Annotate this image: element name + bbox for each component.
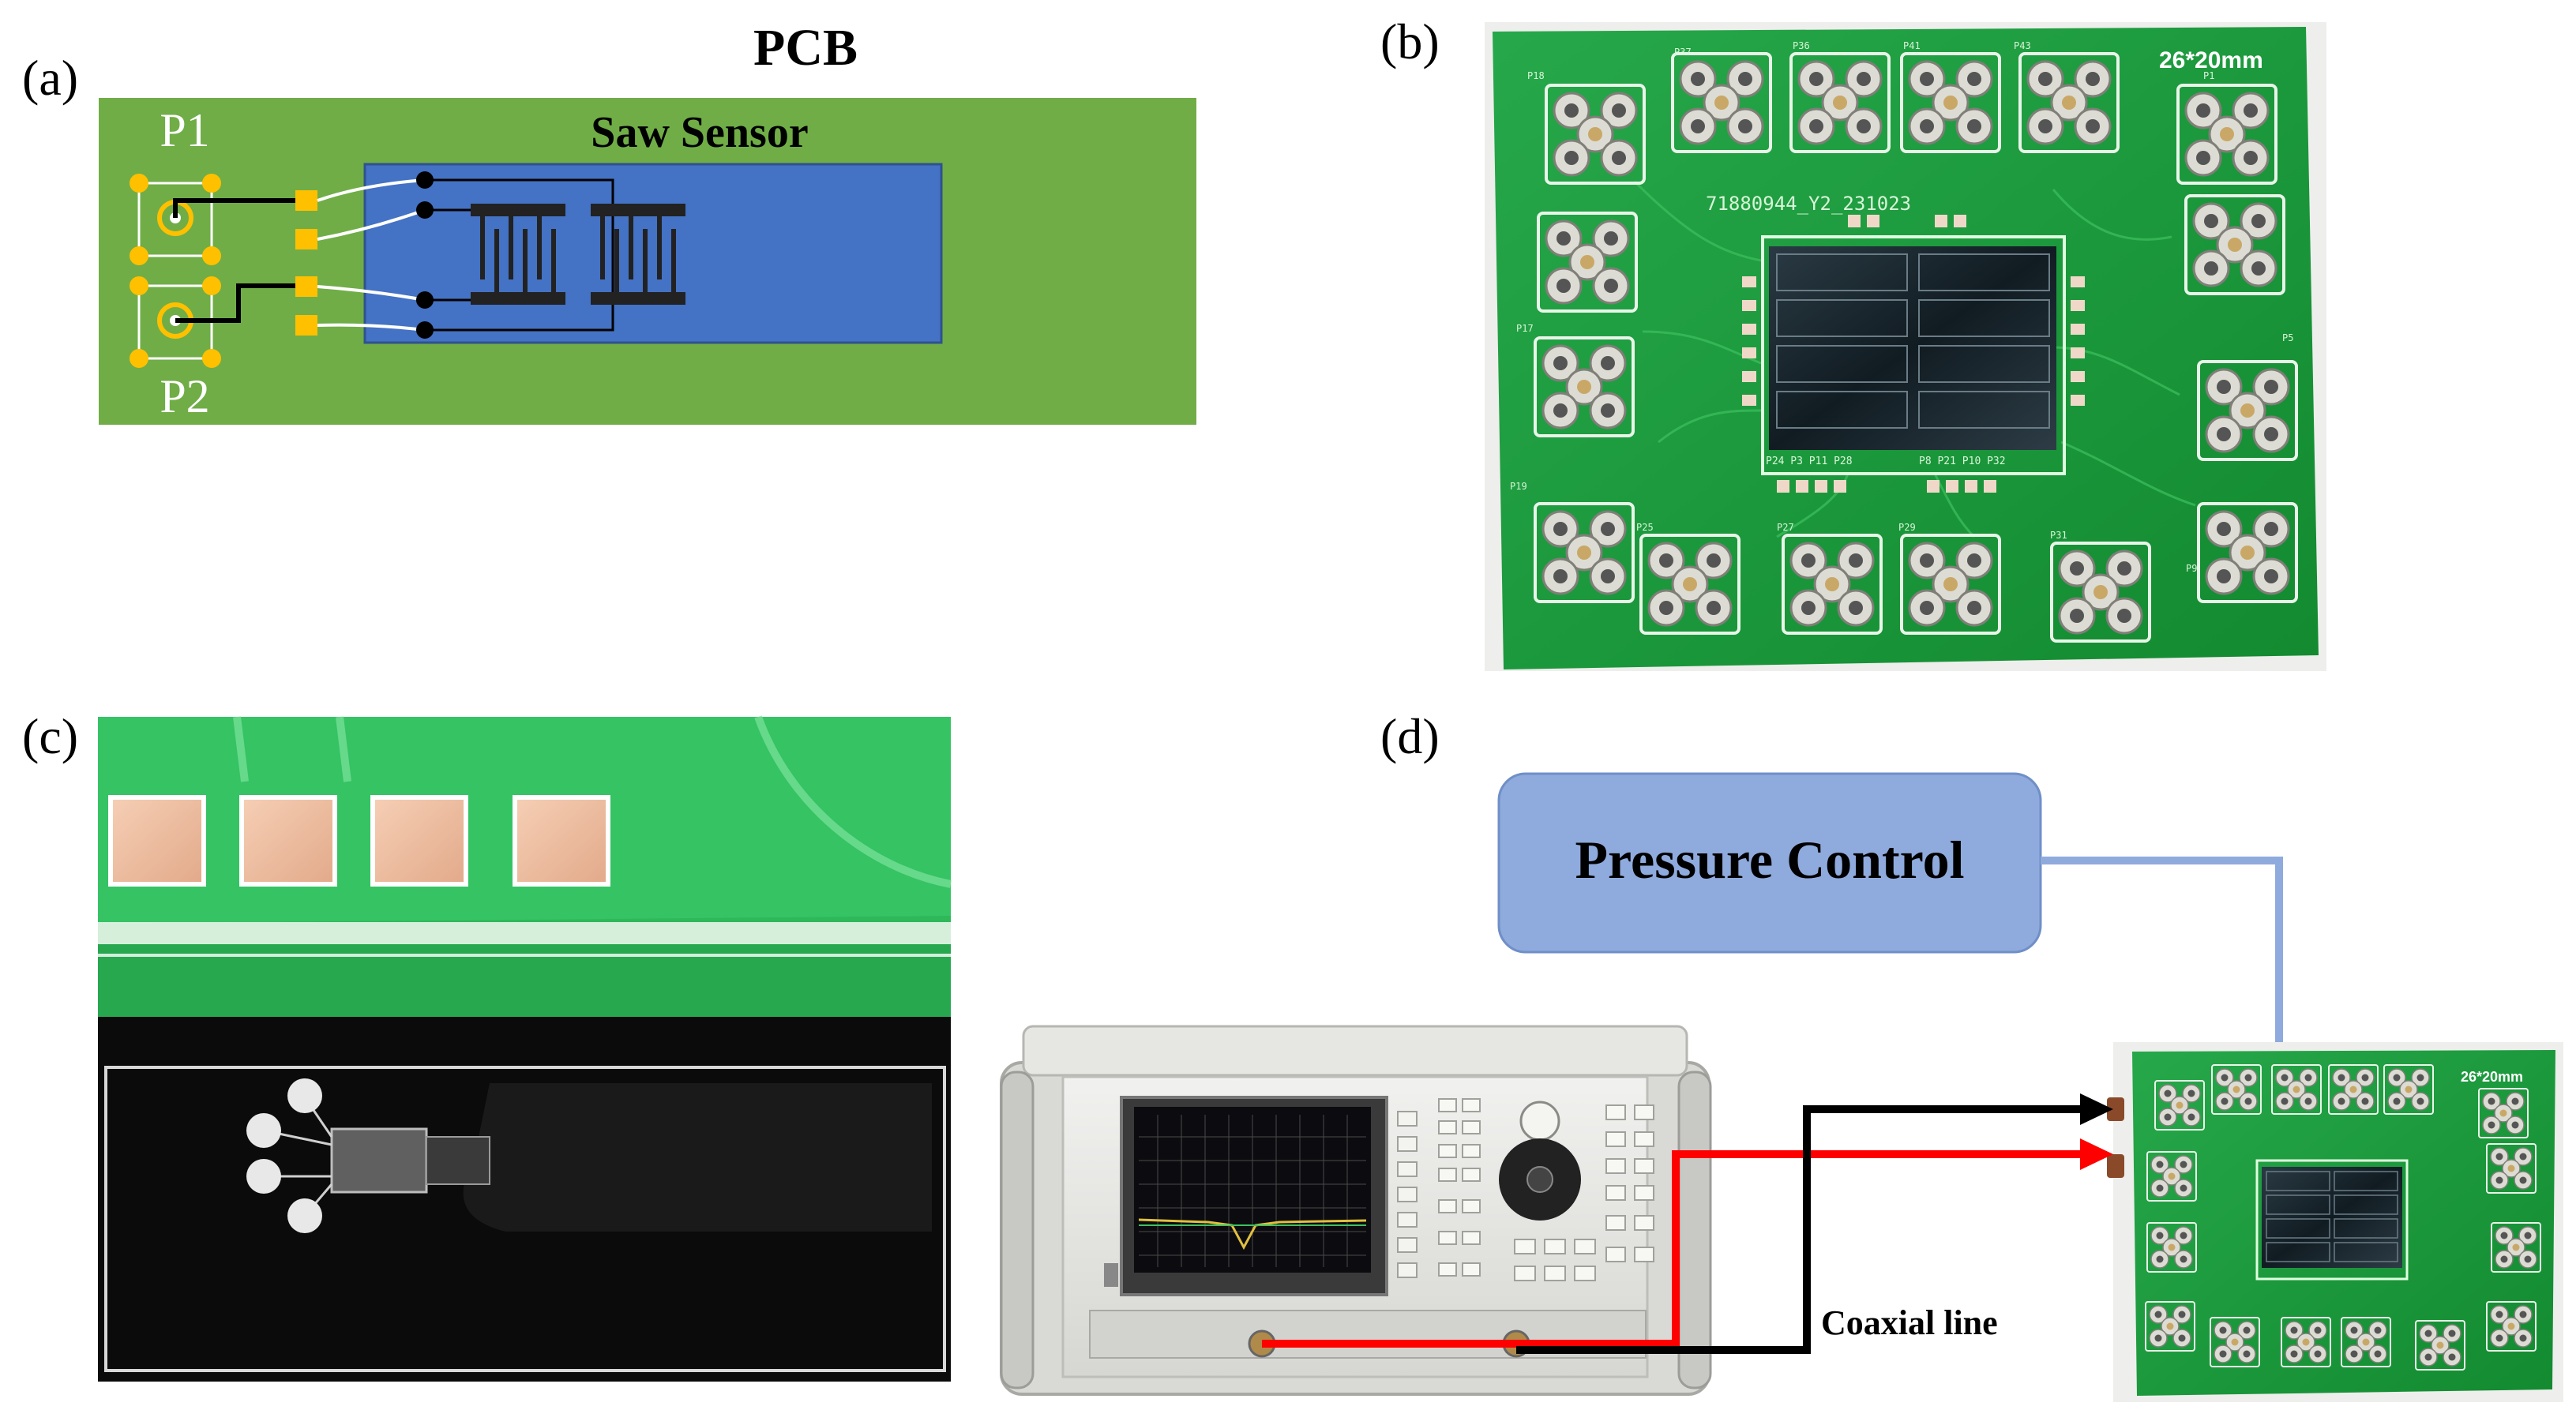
micrograph-pads: [108, 795, 610, 887]
keypad: [1438, 1098, 1654, 1281]
board-traces: [1633, 180, 2196, 538]
panel-a: (a) PCB Saw Sensor P1 P2: [22, 19, 1196, 425]
small-board-dimension-text: 26*20mm: [2461, 1069, 2523, 1085]
saw-sensor-substrate: [363, 163, 943, 344]
svg-text:P29: P29: [1898, 522, 1916, 533]
pressure-control-label: Pressure Control: [1575, 830, 1965, 890]
board-photo-small: 26*20mm: [2107, 1042, 2563, 1402]
trace-p2: [175, 283, 305, 323]
pressure-arrow-line: [2041, 857, 2283, 1113]
pcb-title: PCB: [753, 19, 858, 77]
svg-text:P43: P43: [2014, 40, 2031, 51]
chip-side-pads: [1742, 215, 2085, 493]
svg-text:P31: P31: [2050, 530, 2067, 541]
pad-labels: P37 P36 P41 P43 P1 P18 P5 P17 P19 P25 P2…: [1510, 40, 2293, 574]
sensor-glue-region: [463, 1083, 932, 1232]
saw-sensor-label: Saw Sensor: [591, 108, 808, 157]
coax-arrow-black: [2080, 1093, 2113, 1125]
analyzer-grid: [1139, 1115, 1366, 1267]
panel-a-label: (a): [22, 50, 78, 106]
coax-arrow-red: [2080, 1138, 2113, 1170]
network-analyzer: [1000, 1025, 1712, 1396]
sensor-outline: [104, 1066, 946, 1372]
svg-text:P19: P19: [1510, 481, 1527, 492]
bond-wires: [317, 178, 426, 332]
svg-text:P36: P36: [1793, 40, 1810, 51]
svg-text:P5: P5: [2282, 332, 2293, 343]
chip-label-left: P24 P3 P11 P28: [1766, 456, 1853, 467]
sensor-pads: [416, 171, 614, 339]
saw-chip-array: [1769, 246, 2056, 450]
chip-sensors: [1776, 253, 2050, 429]
port2-connector: [130, 276, 221, 368]
coaxial-line-label: Coaxial line: [1821, 1303, 1998, 1342]
sensor-bond-dots: [246, 1078, 322, 1233]
panel-d-label: (d): [1380, 708, 1440, 764]
knob-icon: [1519, 1101, 1560, 1142]
svg-text:P9: P9: [2186, 563, 2197, 574]
svg-text:P17: P17: [1516, 323, 1534, 334]
trace-p1: [173, 198, 305, 218]
coaxial-cables: [1262, 1105, 2083, 1354]
board-id-text: 71880944_Y2_231023: [1706, 193, 1911, 215]
bond-pads: [295, 190, 317, 336]
port1-label: P1: [160, 104, 209, 156]
svg-text:P25: P25: [1636, 522, 1654, 533]
sensor-idt-region: [330, 1127, 428, 1194]
panel-c-label: (c): [22, 708, 78, 764]
svg-text:P18: P18: [1527, 70, 1545, 81]
svg-text:P41: P41: [1903, 40, 1921, 51]
svg-text:P27: P27: [1777, 522, 1794, 533]
svg-text:P1: P1: [2203, 70, 2214, 81]
chip-outline: [1761, 235, 2066, 475]
panel-b: (b): [1380, 13, 2326, 671]
panel-b-label: (b): [1380, 13, 1440, 69]
coax-cable-black: [1516, 1105, 2083, 1354]
coax-cable-red: [1262, 1150, 2083, 1348]
board-dimension-text: 26*20mm: [2159, 47, 2263, 73]
panel-d: (d) Pressure Control: [1000, 708, 2563, 1402]
port2-label: P2: [160, 370, 209, 422]
chip-label-right: P8 P21 P10 P32: [1919, 456, 2006, 467]
panel-c: (c): [22, 708, 952, 1382]
svg-text:P37: P37: [1674, 47, 1692, 58]
